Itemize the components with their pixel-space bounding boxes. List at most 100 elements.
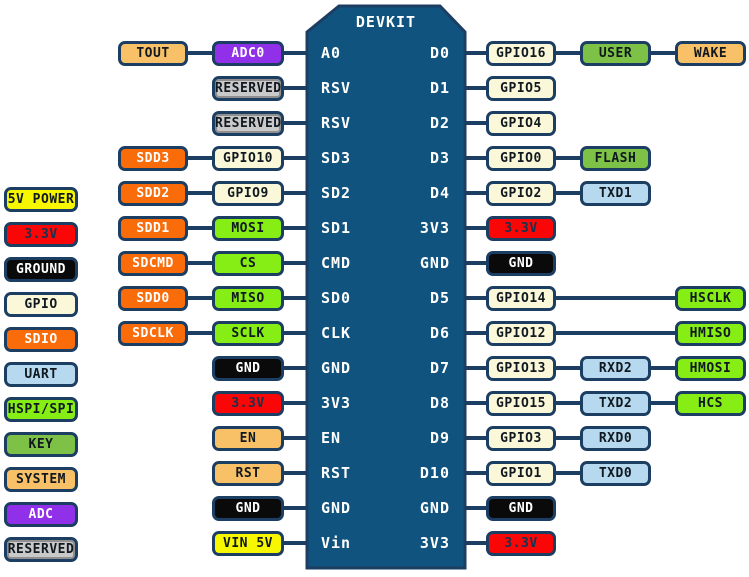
pin-label-d1: D1 [429,79,450,97]
box-vin-5v: VIN 5V [212,531,284,556]
pin-label-rst: RST [321,464,352,482]
pin-label-rsv: RSV [321,114,352,132]
box-cs: CS [212,251,284,276]
box-gnd: GND [212,496,284,521]
connector-line [465,436,486,440]
box-en: EN [212,426,284,451]
connector-line [556,156,580,160]
pin-label-sd2: SD2 [321,184,352,202]
box-gpio12: GPIO12 [486,321,556,346]
pin-label-3v3: 3V3 [419,219,450,237]
pin-label-a0: A0 [321,44,342,62]
box-gpio13: GPIO13 [486,356,556,381]
box-sdd0: SDD0 [118,286,188,311]
pin-label-sd1: SD1 [321,219,352,237]
connector-line [465,191,486,195]
pin-label-d4: D4 [429,184,450,202]
legend-sdio: SDIO [4,327,78,352]
box-sdcmd: SDCMD [118,251,188,276]
box-sdd1: SDD1 [118,216,188,241]
pin-label-d6: D6 [429,324,450,342]
connector-line [465,331,486,335]
pin-label-d9: D9 [429,429,450,447]
box-gpio4: GPIO4 [486,111,556,136]
box-gpio14: GPIO14 [486,286,556,311]
box-hmiso: HMISO [675,321,746,346]
box-gnd: GND [486,496,556,521]
connector-line [284,226,307,230]
connector-line [284,331,307,335]
connector-line [651,366,675,370]
connector-line [188,331,212,335]
box-miso: MISO [212,286,284,311]
box-reserved: RESERVED [212,76,284,101]
connector-line [556,401,580,405]
box-gpio16: GPIO16 [486,41,556,66]
connector-line [284,401,307,405]
connector-line [284,51,307,55]
connector-line [465,541,486,545]
box-hsclk: HSCLK [675,286,746,311]
box-gpio2: GPIO2 [486,181,556,206]
connector-line [556,296,675,300]
connector-line [556,366,580,370]
connector-line [465,261,486,265]
box-txd1: TXD1 [580,181,651,206]
pin-label-d0: D0 [429,44,450,62]
connector-line [188,191,212,195]
connector-line [465,51,486,55]
box-gpio5: GPIO5 [486,76,556,101]
pin-label-d7: D7 [429,359,450,377]
pin-label-gnd: GND [321,499,352,517]
connector-line [465,506,486,510]
box-3-3v: 3.3V [486,531,556,556]
connector-line [556,191,580,195]
box-gpio3: GPIO3 [486,426,556,451]
connector-line [465,401,486,405]
legend-system: SYSTEM [4,467,78,492]
box-txd2: TXD2 [580,391,651,416]
pin-label-d2: D2 [429,114,450,132]
box-hcs: HCS [675,391,746,416]
pin-label-gnd: GND [419,254,450,272]
pin-label-d8: D8 [429,394,450,412]
connector-line [284,156,307,160]
connector-line [465,86,486,90]
connector-line [465,226,486,230]
connector-line [284,366,307,370]
box-gpio0: GPIO0 [486,146,556,171]
connector-line [188,51,212,55]
connector-line [284,261,307,265]
pin-label-en: EN [321,429,342,447]
box-gpio10: GPIO10 [212,146,284,171]
legend-key: KEY [4,432,78,457]
box-rxd0: RXD0 [580,426,651,451]
connector-line [284,471,307,475]
box-hmosi: HMOSI [675,356,746,381]
pin-label-clk: CLK [321,324,352,342]
pin-label-3v3: 3V3 [321,394,352,412]
connector-line [284,541,307,545]
legend-gpio: GPIO [4,292,78,317]
box-mosi: MOSI [212,216,284,241]
box-sdclk: SDCLK [118,321,188,346]
pin-label-3v3: 3V3 [419,534,450,552]
pin-label-vin: Vin [321,534,352,552]
connector-line [188,261,212,265]
connector-line [188,296,212,300]
connector-line [556,331,675,335]
box-gpio15: GPIO15 [486,391,556,416]
pin-label-cmd: CMD [321,254,352,272]
pin-label-d3: D3 [429,149,450,167]
box-rxd2: RXD2 [580,356,651,381]
connector-line [556,471,580,475]
connector-line [651,401,675,405]
pin-label-gnd: GND [419,499,450,517]
connector-line [465,121,486,125]
pin-label-gnd: GND [321,359,352,377]
connector-line [556,436,580,440]
pin-label-d10: D10 [419,464,450,482]
box-reserved: RESERVED [212,111,284,136]
connector-line [465,366,486,370]
